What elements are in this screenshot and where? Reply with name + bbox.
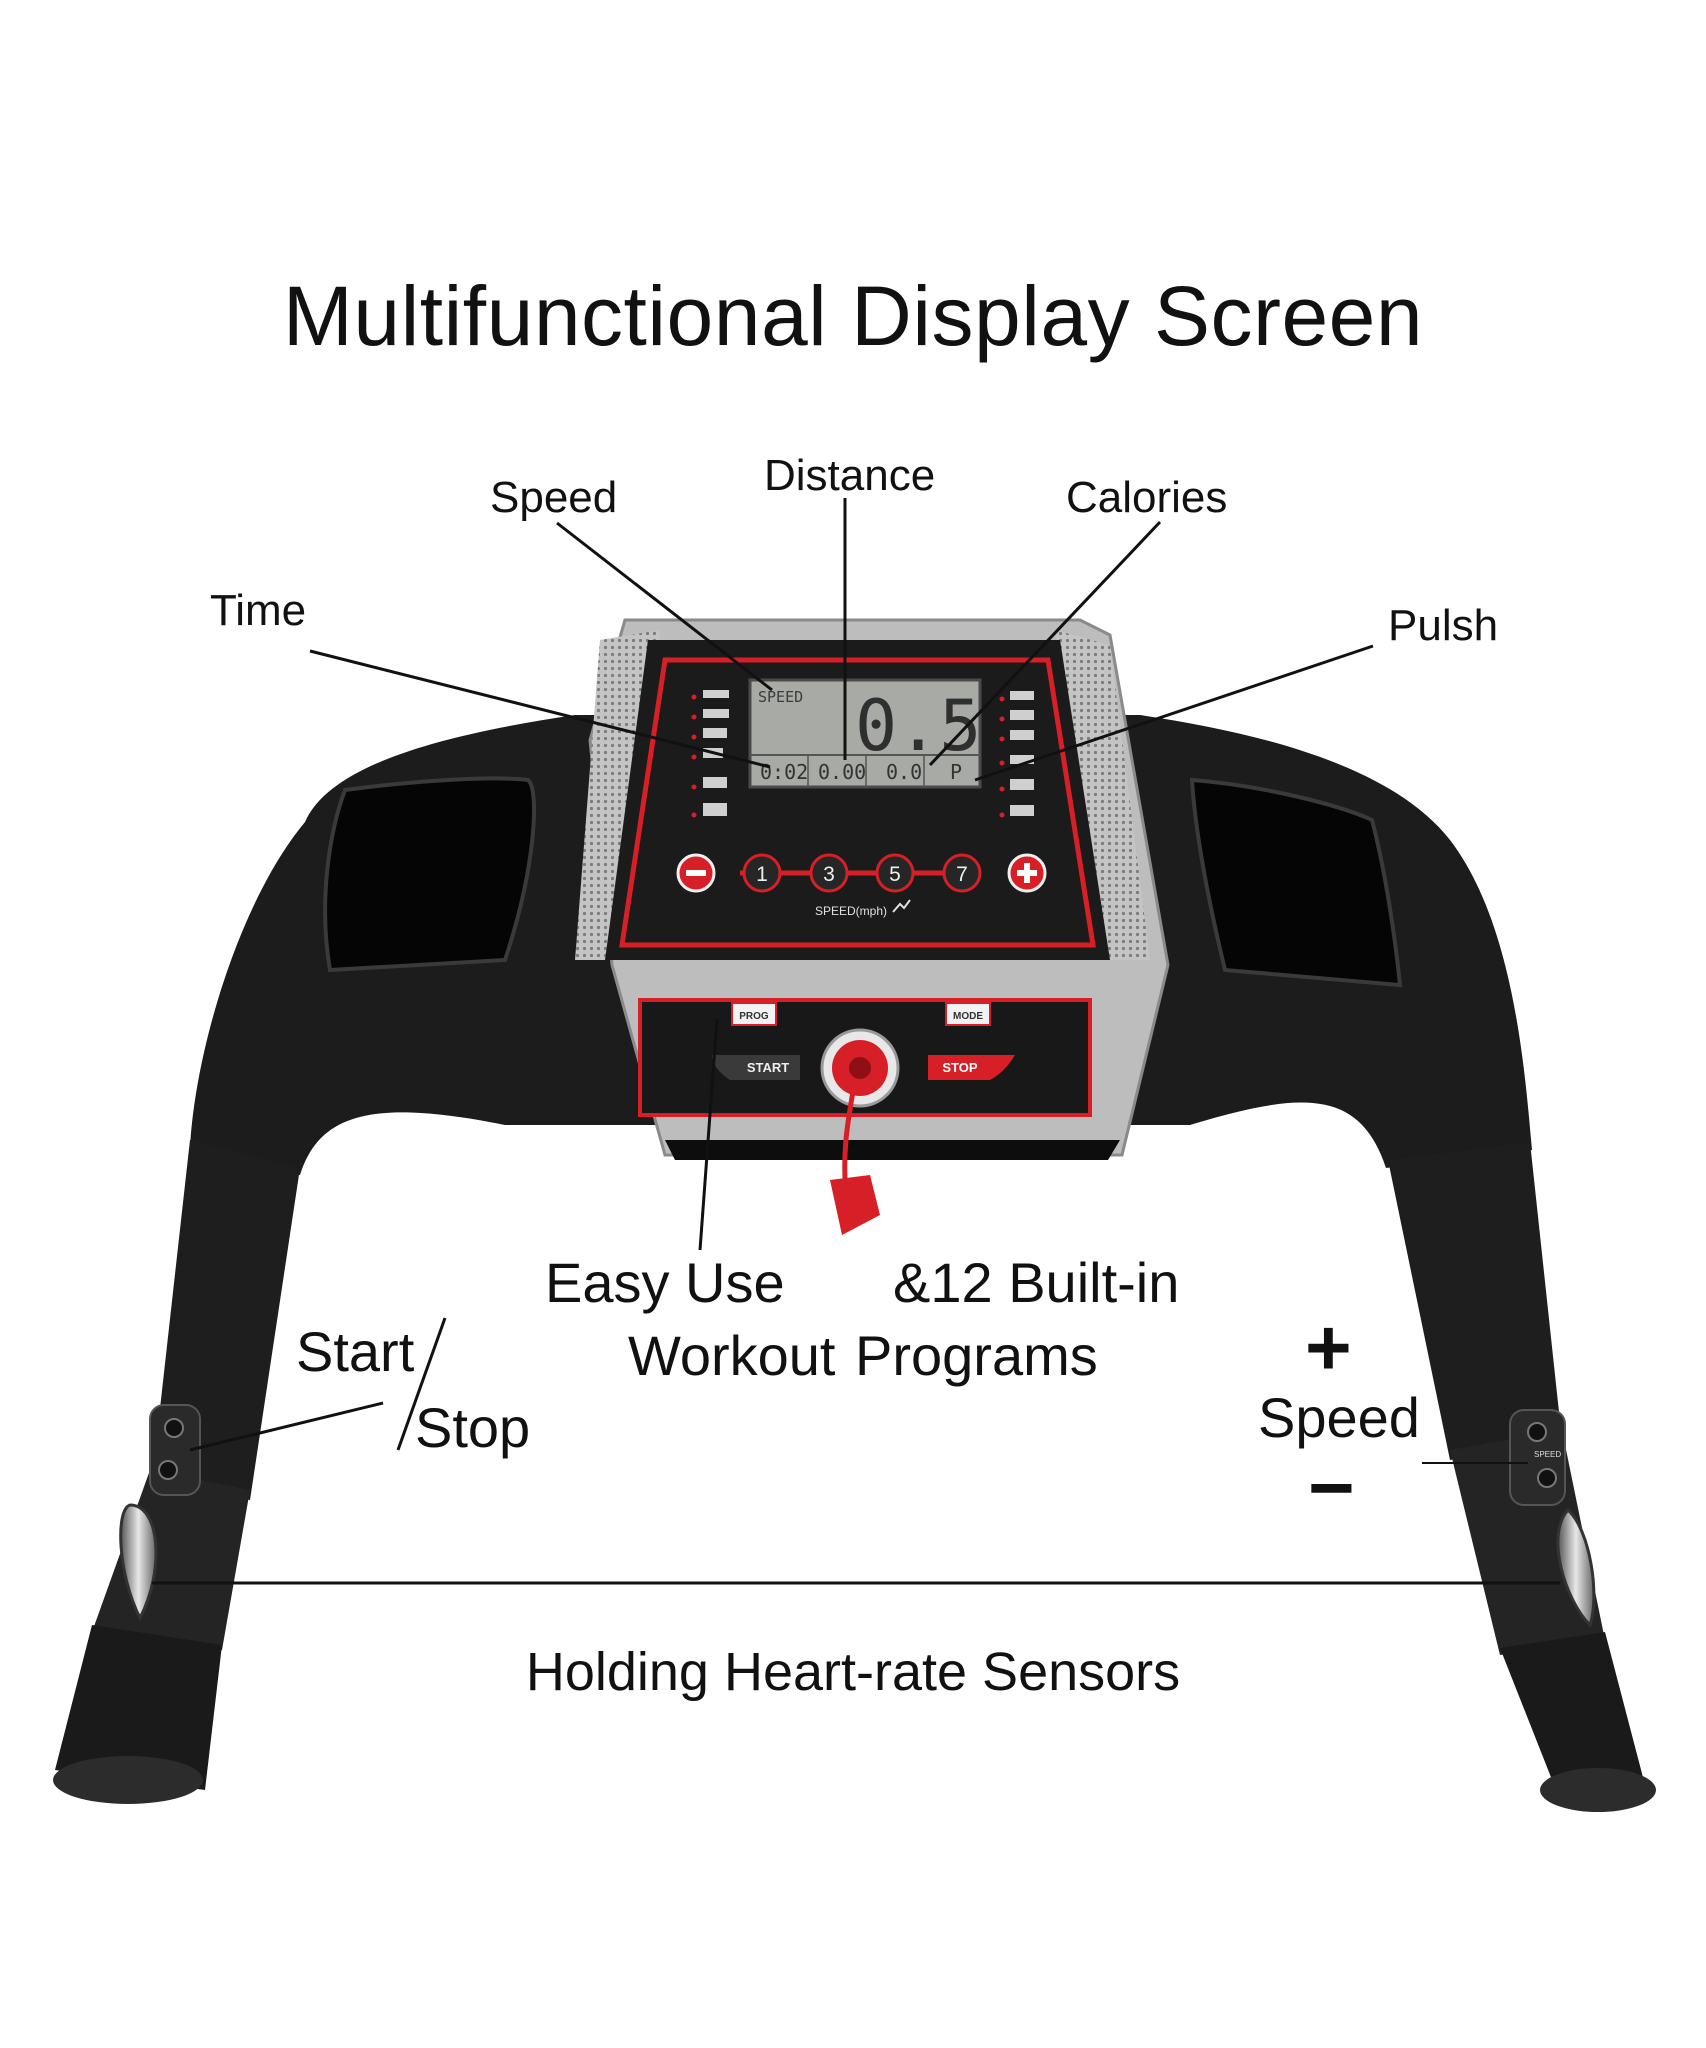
start-callout: Start (296, 1320, 415, 1383)
speed-up-button[interactable] (1007, 853, 1047, 893)
stop-button[interactable]: STOP (928, 1055, 1015, 1080)
lower-console-buttons: PROG MODE START STOP (712, 1002, 1015, 1235)
mode-button[interactable]: MODE (945, 1002, 991, 1026)
speed-button-row: 1 3 5 7 SPEED(mph) (676, 853, 1047, 918)
speed-preset-1-label: 1 (756, 863, 768, 886)
lcd-speed-label: SPEED (758, 688, 803, 706)
plus-icon: + (1305, 1303, 1352, 1392)
lcd-distance: 0.00 (818, 760, 866, 784)
built-in-callout: &12 Built-in (893, 1251, 1180, 1314)
left-heart-rate-sensor (119, 1503, 158, 1622)
callout-lines (152, 498, 1560, 1585)
calories-callout: Calories (1066, 473, 1228, 522)
easy-use-callout: Easy Use (545, 1251, 785, 1314)
time-callout: Time (210, 586, 307, 635)
right-handle-speed-label: SPEED (1534, 1450, 1561, 1459)
heart-rate-callout: Holding Heart-rate Sensors (525, 1642, 1181, 1702)
left-start-button[interactable] (164, 1418, 184, 1438)
start-label: START (747, 1060, 789, 1075)
left-handle-controls (119, 1404, 201, 1622)
speed-down-button[interactable] (676, 853, 716, 893)
mode-label: MODE (953, 1011, 983, 1022)
right-speed-up-button[interactable] (1527, 1422, 1547, 1442)
lcd-screen: SPEED 0.5 0:02 0.00 0.0 P (748, 678, 982, 789)
speed-right-callout: Speed (1258, 1386, 1420, 1449)
prog-label: PROG (739, 1011, 769, 1022)
minus-icon: − (1308, 1443, 1355, 1532)
distance-callout: Distance (764, 451, 936, 500)
speed-callout: Speed (490, 473, 618, 522)
lcd-calories: 0.0 (886, 760, 922, 784)
speed-preset-7-label: 7 (956, 863, 968, 886)
speed-preset-5-button[interactable]: 5 (875, 853, 915, 893)
right-speed-down-button[interactable] (1537, 1468, 1557, 1488)
speed-unit-label: SPEED(mph) (815, 904, 887, 918)
speed-preset-3-button[interactable]: 3 (809, 853, 849, 893)
stop-callout: Stop (415, 1396, 531, 1459)
start-button[interactable]: START (712, 1055, 800, 1080)
programs-callout: Programs (855, 1324, 1098, 1387)
right-handle-controls: SPEED (1509, 1409, 1596, 1628)
right-heart-rate-sensor (1556, 1507, 1596, 1628)
program-icons-right (999, 691, 1034, 818)
prog-button[interactable]: PROG (731, 1002, 777, 1026)
safety-key[interactable] (820, 1028, 900, 1235)
pulsh-callout: Pulsh (1388, 601, 1499, 650)
page-title: Multifunctional Display Screen (282, 269, 1424, 363)
left-stop-button[interactable] (158, 1460, 178, 1480)
lcd-pulse: P (950, 760, 962, 784)
speed-preset-1-button[interactable]: 1 (742, 853, 782, 893)
speed-preset-7-button[interactable]: 7 (942, 853, 982, 893)
lcd-main-value: 0.5 (855, 685, 981, 767)
speed-preset-5-label: 5 (889, 863, 901, 886)
stop-label: STOP (942, 1060, 977, 1075)
speed-preset-3-label: 3 (823, 863, 835, 886)
runner-icon (892, 899, 911, 913)
workout-callout: Workout (628, 1324, 836, 1387)
lcd-time: 0:02 (760, 760, 808, 784)
